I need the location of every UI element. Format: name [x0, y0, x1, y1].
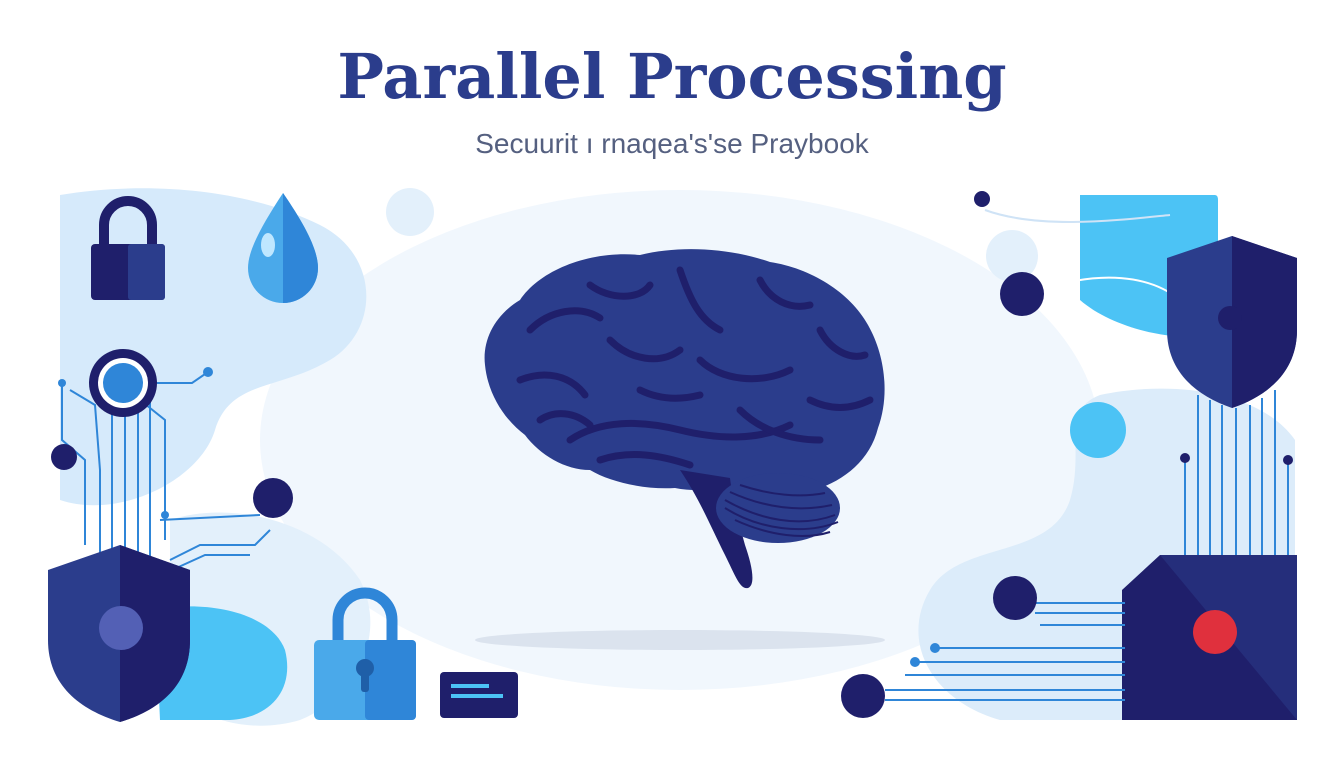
brain-icon — [484, 249, 885, 589]
circuit-lines — [1184, 390, 1289, 560]
node-dot — [1000, 272, 1044, 316]
node-dot — [253, 478, 293, 518]
brain-shadow — [475, 630, 885, 650]
node-dot — [1283, 455, 1293, 465]
shield-icon — [1167, 236, 1297, 408]
padlock-icon — [314, 587, 416, 720]
water-drop-icon — [248, 193, 318, 303]
padlock-icon — [91, 196, 165, 300]
network-node-icon — [51, 349, 293, 571]
card-icon — [440, 672, 518, 718]
page-title: Parallel Processing — [337, 40, 1007, 113]
page-subtitle: Secuurit ı rnaqea's'se Praybook — [475, 128, 869, 159]
network-node-icon — [841, 576, 1125, 718]
connector-line — [984, 209, 1171, 223]
node-dot — [974, 191, 990, 207]
bubble — [386, 188, 434, 236]
server-box-icon — [1122, 555, 1297, 720]
bubble — [986, 230, 1038, 282]
node-dot — [1180, 453, 1190, 463]
node-dot — [51, 444, 77, 470]
shield-icon — [48, 545, 190, 722]
cyan-dot — [1070, 402, 1126, 458]
